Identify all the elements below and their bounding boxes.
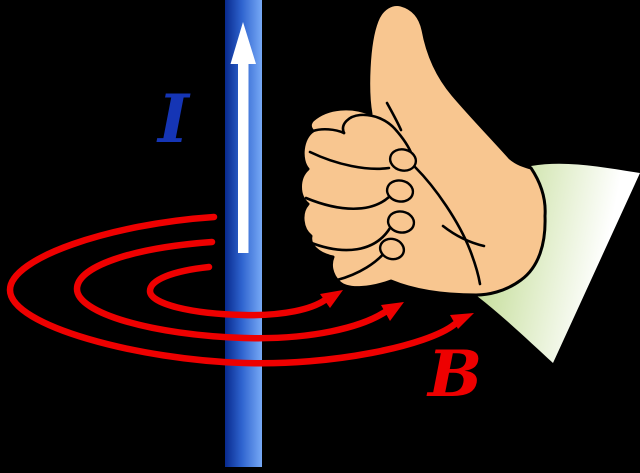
finger-fold-3 bbox=[307, 226, 392, 252]
field-lines bbox=[6, 213, 474, 367]
index-top-line bbox=[311, 127, 346, 135]
knuckle-hook-line bbox=[341, 113, 414, 157]
hand bbox=[299, 3, 640, 363]
hand-creases bbox=[304, 101, 486, 286]
field-line-outer bbox=[6, 213, 459, 367]
fingernail-pinky bbox=[378, 237, 406, 261]
finger-fold-1 bbox=[308, 150, 391, 171]
current-label: I bbox=[156, 80, 191, 158]
hand-outline bbox=[299, 3, 547, 297]
field-arrowhead-inner-icon bbox=[320, 290, 343, 308]
fingernail-ring bbox=[386, 210, 416, 234]
fingernail-middle bbox=[385, 179, 415, 203]
field-label: B bbox=[426, 337, 482, 412]
wrist-crease bbox=[441, 224, 486, 248]
sleeve bbox=[477, 163, 640, 363]
field-line-middle bbox=[73, 238, 389, 342]
fingernails bbox=[378, 148, 418, 261]
palm-curve bbox=[413, 165, 482, 286]
fingernail-index bbox=[388, 148, 418, 172]
current-arrow-icon bbox=[230, 22, 256, 253]
field-arrowhead-middle-icon bbox=[381, 302, 404, 321]
field-line-inner bbox=[146, 263, 329, 319]
thumb-crease bbox=[385, 101, 403, 132]
field-arrowhead-outer-icon bbox=[450, 313, 474, 329]
finger-fold-2 bbox=[304, 195, 391, 211]
